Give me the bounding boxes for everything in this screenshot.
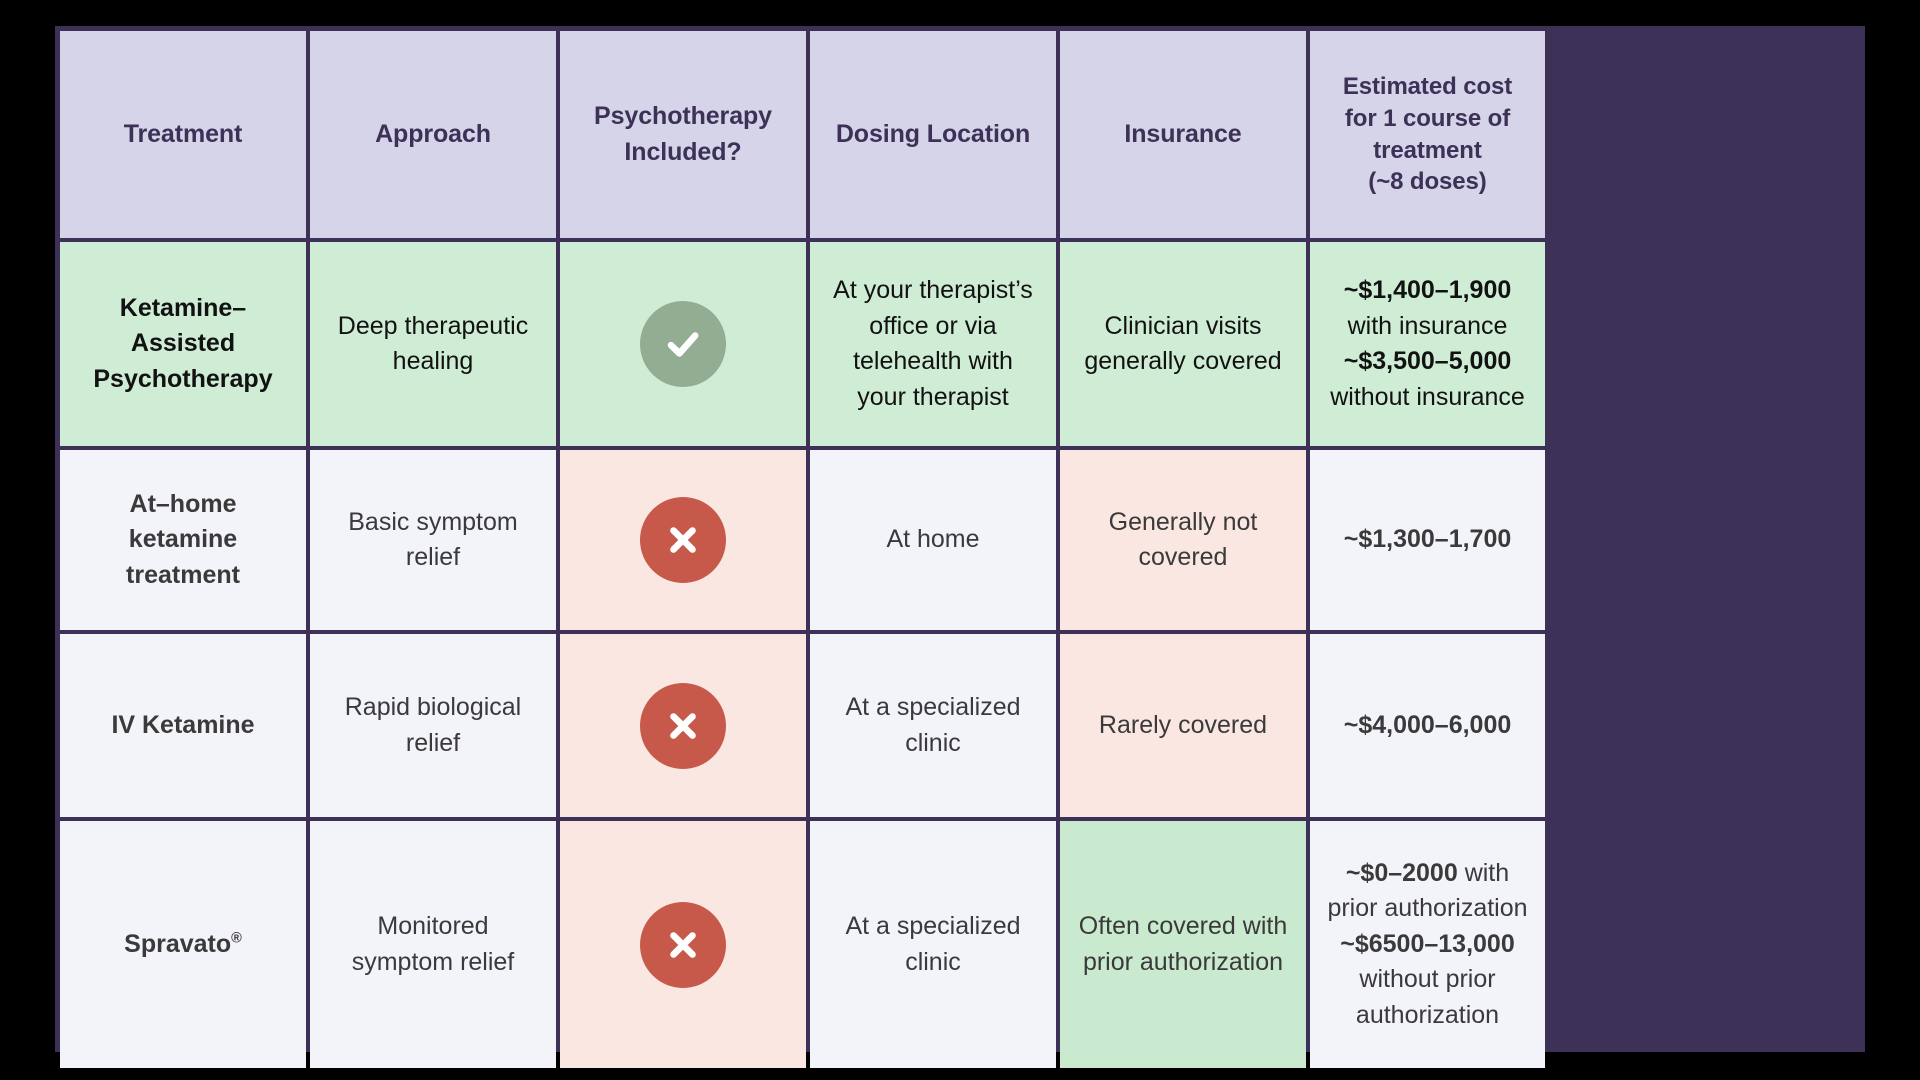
table-row-2-approach: Basic symptom relief [310, 450, 556, 630]
insurance-line2: prior authorization [1082, 947, 1284, 976]
column-header-dosing-location: Dosing Location [810, 31, 1056, 238]
dosing-line2: clinic [905, 947, 961, 976]
treatment-name-line1: IV Ketamine [111, 710, 255, 739]
table-row-4-approach: Monitored symptom relief [310, 821, 556, 1068]
cost-qualifier-2b: authorization [1355, 1000, 1500, 1029]
table-row-1-psychotherapy [560, 242, 806, 446]
column-header-insurance-label: Insurance [1124, 119, 1242, 148]
approach-line2: relief [405, 728, 461, 757]
approach-line2: healing [392, 347, 474, 375]
approach-line1: Basic symptom [348, 507, 518, 536]
cost-qualifier-1: with [1464, 858, 1510, 887]
table-row-1-approach: Deep therapeutic healing [310, 242, 556, 446]
treatment-name-line1: Spravato® [124, 927, 242, 963]
column-header-insurance: Insurance [1060, 31, 1306, 238]
table-row-3-treatment: IV Ketamine [60, 634, 306, 817]
table-row-1-dosing-location: At your therapist’s office or via telehe… [810, 242, 1056, 446]
table-row-3-approach: Rapid biological relief [310, 634, 556, 817]
treatment-name-line2: Psychotherapy [93, 364, 273, 393]
dosing-line2: office or via [869, 311, 997, 340]
dosing-line1: At a specialized [845, 693, 1021, 721]
x-circle-icon [640, 682, 726, 769]
insurance-line1: Generally not [1108, 507, 1258, 536]
treatment-name-text: Spravato [124, 929, 232, 958]
approach-line1: Monitored [377, 912, 489, 940]
check-circle-icon [640, 301, 726, 387]
dosing-line4: your therapist [857, 382, 1009, 411]
cost-amount-1: ~$1,400–1,900 [1343, 276, 1512, 304]
table-row-2-treatment: At–home ketamine treatment [60, 450, 306, 630]
table-row-4-insurance: Often covered with prior authorization [1060, 821, 1306, 1068]
table-row-2-estimated-cost: ~$1,300–1,700 [1310, 450, 1545, 630]
column-header-psychotherapy: Psychotherapy Included? [560, 31, 806, 238]
column-header-estimated-cost-line4: (~8 doses) [1368, 168, 1487, 196]
approach-line2: relief [405, 543, 461, 571]
dosing-line1: At a specialized [845, 912, 1021, 940]
dosing-line1: At home [886, 525, 980, 554]
table-row-1-treatment: Ketamine–Assisted Psychotherapy [60, 242, 306, 446]
table-row-4-estimated-cost: ~$0–2000 with prior authorization ~$6500… [1310, 821, 1545, 1068]
cost-amount-1: ~$0–2000 [1345, 858, 1458, 887]
cost-amount-1: ~$4,000–6,000 [1343, 710, 1512, 739]
cost-amount-2: ~$3,500–5,000 [1343, 347, 1512, 375]
column-header-approach-label: Approach [375, 119, 491, 148]
column-header-treatment: Treatment [60, 31, 306, 238]
column-header-estimated-cost-line2: for 1 course of [1344, 104, 1511, 132]
table-row-4-treatment: Spravato® [60, 821, 306, 1068]
cost-amount-2: ~$6500–13,000 [1340, 929, 1515, 958]
cost-amount-1: ~$1,300–1,700 [1343, 525, 1512, 554]
approach-line1: Rapid biological [344, 693, 522, 721]
treatment-name-line1: At–home ketamine [128, 489, 238, 554]
column-header-treatment-label: Treatment [123, 119, 243, 148]
table-row-3-estimated-cost: ~$4,000–6,000 [1310, 634, 1545, 817]
registered-trademark-icon: ® [231, 930, 242, 947]
table-row-4-psychotherapy [560, 821, 806, 1068]
insurance-line1: Clinician visits [1104, 311, 1262, 340]
cost-line-1: ~$0–2000 with [1346, 856, 1509, 892]
x-circle-icon [640, 901, 726, 988]
table-row-2-insurance: Generally not covered [1060, 450, 1306, 630]
dosing-line3: telehealth with [853, 347, 1013, 375]
column-header-psychotherapy-line1: Psychotherapy [594, 102, 772, 130]
treatment-comparison-table: Treatment Approach Psychotherapy Include… [55, 26, 1865, 1068]
table-row-1-insurance: Clinician visits generally covered [1060, 242, 1306, 446]
cost-qualifier-1b: prior authorization [1327, 894, 1528, 923]
insurance-line1: Rarely covered [1098, 710, 1268, 739]
cost-qualifier-1: with insurance [1347, 311, 1508, 340]
column-header-estimated-cost-line3: treatment [1373, 136, 1482, 164]
table-row-3-dosing-location: At a specialized clinic [810, 634, 1056, 817]
dosing-line1: At your therapist’s [833, 276, 1033, 304]
x-circle-icon [640, 497, 726, 583]
table-row-4-dosing-location: At a specialized clinic [810, 821, 1056, 1068]
column-header-estimated-cost: Estimated cost for 1 course of treatment… [1310, 31, 1545, 238]
column-header-dosing-location-label: Dosing Location [835, 119, 1031, 148]
table-row-2-dosing-location: At home [810, 450, 1056, 630]
column-header-estimated-cost-line1: Estimated cost [1342, 72, 1513, 100]
treatment-name-line1: Ketamine–Assisted [119, 293, 247, 358]
approach-line1: Deep therapeutic [337, 311, 529, 340]
table-row-3-insurance: Rarely covered [1060, 634, 1306, 817]
table-row-3-psychotherapy [560, 634, 806, 817]
insurance-line1: Often covered with [1078, 912, 1288, 940]
dosing-line2: clinic [905, 728, 961, 757]
column-header-approach: Approach [310, 31, 556, 238]
cost-qualifier-2: without prior [1359, 965, 1496, 994]
insurance-line2: covered [1138, 543, 1228, 571]
table-row-1-estimated-cost: ~$1,400–1,900 with insurance ~$3,500–5,0… [1310, 242, 1545, 446]
treatment-name-line2: treatment [126, 560, 240, 589]
approach-line2: symptom relief [351, 947, 515, 976]
table-row-2-psychotherapy [560, 450, 806, 630]
column-header-psychotherapy-line2: Included? [624, 137, 742, 166]
cost-qualifier-2: without insurance [1330, 382, 1525, 411]
insurance-line2: generally covered [1084, 347, 1282, 375]
